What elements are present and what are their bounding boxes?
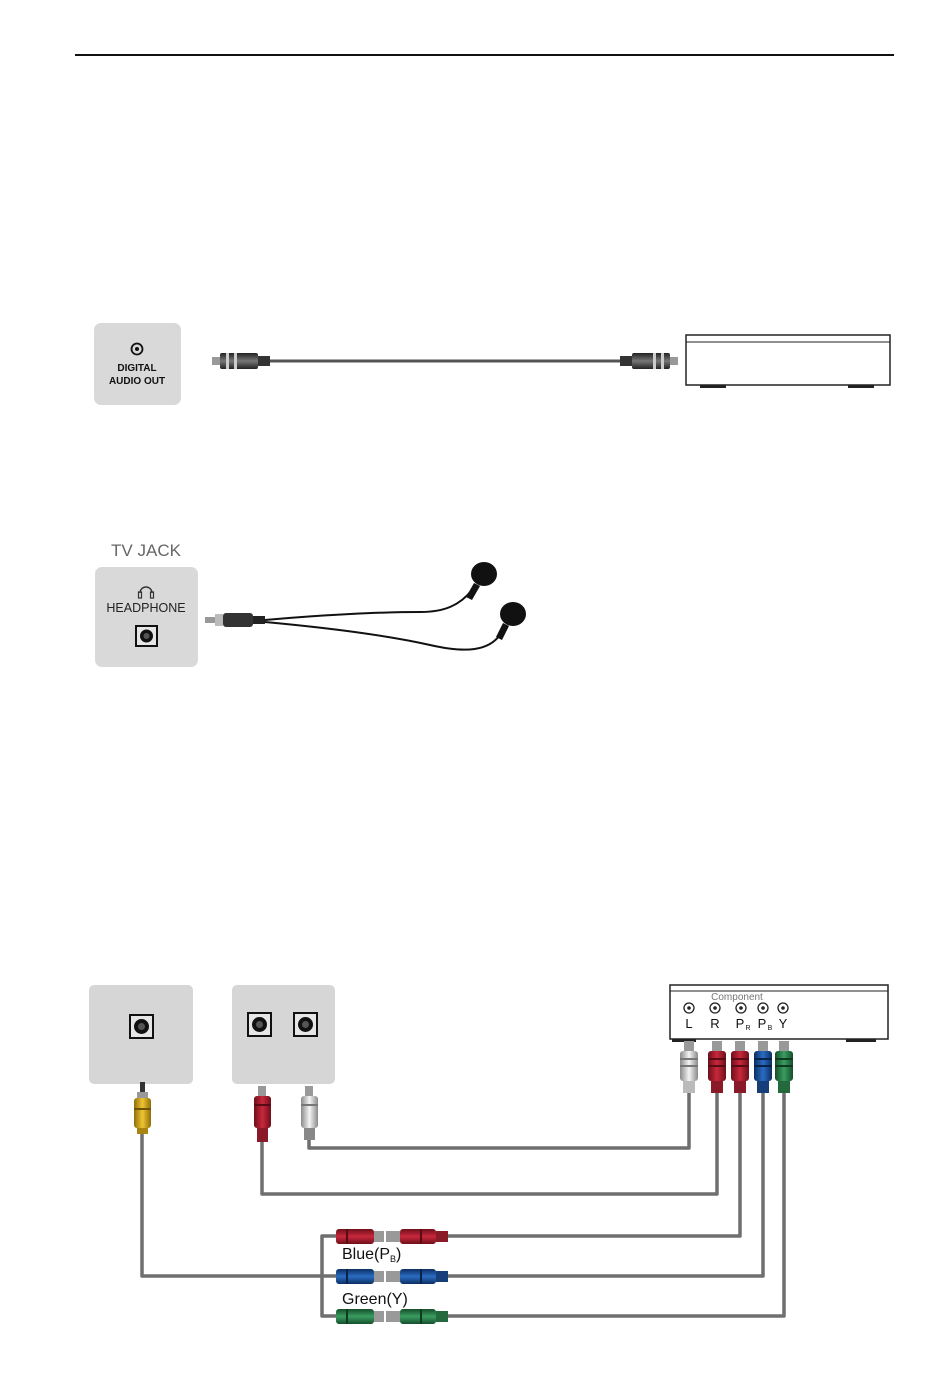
plug-yellow-tv bbox=[134, 1082, 151, 1134]
plug-pr-device bbox=[731, 1041, 749, 1093]
cable-pr bbox=[446, 1092, 740, 1236]
earphones bbox=[205, 562, 526, 650]
cable-yellow-video bbox=[142, 1130, 336, 1276]
audio-jack-left bbox=[247, 1012, 272, 1037]
component-cables bbox=[142, 1092, 784, 1316]
blue-adapter-label: Blue(PB) bbox=[342, 1246, 401, 1264]
cable-white-audio bbox=[309, 1092, 689, 1148]
adapter-blue bbox=[336, 1269, 448, 1284]
cable-red-audio bbox=[262, 1092, 717, 1194]
digital-audio-panel: DIGITAL AUDIO OUT bbox=[94, 323, 181, 405]
audio-jack-right bbox=[293, 1012, 318, 1037]
component-device: Component L R P R P B Y bbox=[670, 985, 888, 1042]
digital-label-line1: DIGITAL bbox=[117, 363, 156, 374]
svg-text:R: R bbox=[745, 1025, 750, 1032]
tv-audio-panel bbox=[232, 985, 335, 1084]
headphone-jack-port bbox=[135, 625, 158, 647]
earbud-upper bbox=[466, 562, 497, 600]
svg-text:B: B bbox=[768, 1025, 773, 1032]
svg-text:L: L bbox=[685, 1016, 692, 1031]
optical-plug-right bbox=[620, 353, 678, 369]
svg-text:R: R bbox=[710, 1016, 719, 1031]
tv-video-panel bbox=[89, 985, 193, 1084]
plug-red-tv bbox=[254, 1086, 271, 1142]
plug-pb-device bbox=[754, 1041, 772, 1093]
component-title: Component bbox=[711, 992, 763, 1003]
earbud-lower bbox=[496, 602, 526, 640]
tv-jack-title: TV JACK bbox=[111, 541, 182, 560]
plug-y-device bbox=[775, 1041, 793, 1093]
earphone-cable-upper bbox=[265, 590, 472, 620]
optical-plug-left bbox=[212, 353, 270, 369]
green-adapter-label: Green(Y) bbox=[342, 1291, 408, 1308]
earphone-cable-lower bbox=[265, 622, 502, 650]
digital-label-line2: AUDIO OUT bbox=[109, 376, 165, 387]
plug-white-tv bbox=[301, 1086, 318, 1140]
audio-receiver-device bbox=[686, 335, 890, 388]
adapter-green bbox=[336, 1309, 448, 1324]
cable-y bbox=[446, 1092, 784, 1316]
headphone-panel: HEADPHONE bbox=[95, 567, 198, 667]
adapter-red bbox=[336, 1229, 448, 1244]
earphone-plug bbox=[205, 613, 265, 627]
svg-text:P: P bbox=[758, 1016, 767, 1031]
plug-red-device bbox=[708, 1041, 726, 1093]
optical-cable bbox=[212, 353, 678, 369]
plug-white-device bbox=[680, 1041, 698, 1093]
headphone-label: HEADPHONE bbox=[106, 601, 185, 615]
svg-text:P: P bbox=[736, 1016, 745, 1031]
svg-text:Y: Y bbox=[779, 1016, 788, 1031]
